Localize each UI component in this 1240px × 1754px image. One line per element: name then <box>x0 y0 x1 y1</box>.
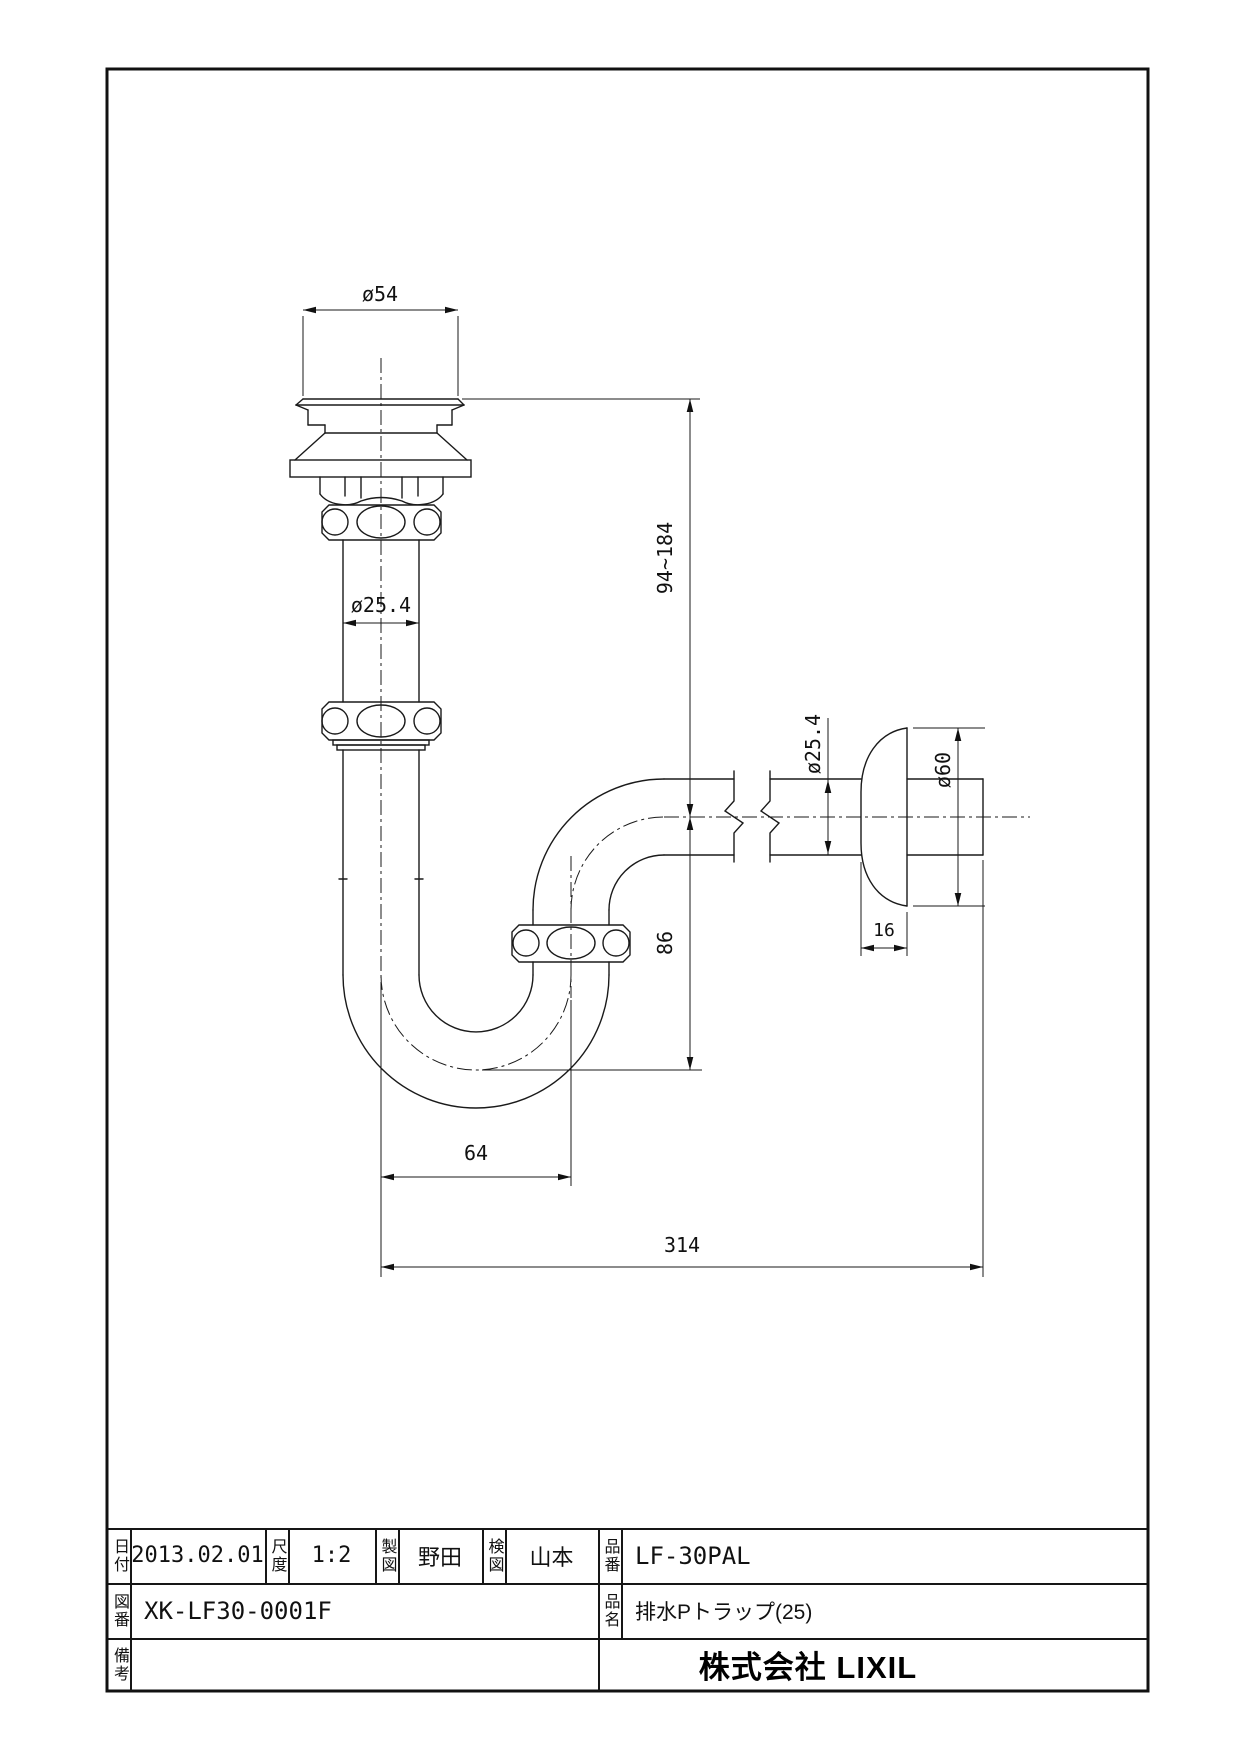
checker-label: 検図 <box>485 1537 503 1574</box>
dim-label-trap-depth: 86 <box>653 931 677 955</box>
date-label: 日付 <box>111 1537 128 1574</box>
product-name-label: 品名 <box>601 1592 619 1629</box>
dim-label-flange-dia: ø54 <box>362 282 398 306</box>
title-block-line <box>108 1583 1147 1585</box>
title-block-line <box>598 1528 600 1691</box>
outlet-pipe <box>663 770 984 863</box>
title-block: 日付 2013.02.01 尺度 1:2 製図 野田 検図 山本 品番 LF-3… <box>108 1528 1147 1691</box>
title-block-line <box>130 1528 132 1691</box>
upper-lock-nut <box>321 504 442 541</box>
title-block-line <box>375 1528 377 1583</box>
date-value: 2013.02.01 <box>131 1543 264 1568</box>
scale-value: 1:2 <box>311 1543 352 1568</box>
title-block-line <box>482 1528 484 1583</box>
dim-label-trap-offset: 64 <box>464 1141 488 1165</box>
dimension-adjust-height: 94~184 <box>462 398 700 817</box>
dim-label-escutcheon-thickness: 16 <box>873 920 895 941</box>
drawing-no-label: 図番 <box>111 1592 128 1629</box>
part-no-label: 品番 <box>601 1537 619 1574</box>
dimension-outlet-pipe-dia: ø25.4 <box>801 714 832 855</box>
dim-label-inlet-dia: ø25.4 <box>351 593 411 617</box>
remarks-label: 備考 <box>111 1646 128 1683</box>
drafter-value: 野田 <box>417 1544 462 1570</box>
title-block-line <box>108 1638 1147 1640</box>
checker-value: 山本 <box>529 1544 574 1570</box>
drawing-frame <box>105 67 1150 1693</box>
title-block-line <box>505 1528 507 1583</box>
dim-label-adjust-height: 94~184 <box>653 522 677 594</box>
title-block-line <box>288 1528 290 1583</box>
dimension-inlet-pipe-dia: ø25.4 <box>343 593 419 627</box>
dimension-trap-offset: 64 <box>380 995 572 1277</box>
middle-lock-nut <box>321 701 442 751</box>
product-name-value: 排水Pトラップ(25) <box>635 1600 813 1624</box>
dimension-drain-flange-dia: ø54 <box>302 282 459 396</box>
dim-label-outlet-dia: ø25.4 <box>801 714 825 774</box>
drawing-no-value: XK-LF30-0001F <box>144 1596 332 1625</box>
u-bend-outline <box>342 778 665 1109</box>
title-block-line <box>398 1528 400 1583</box>
dimension-trap-depth: 86 <box>482 817 702 1071</box>
title-block-line <box>108 1528 1147 1530</box>
centerlines <box>380 358 1030 1071</box>
title-block-line <box>265 1528 267 1583</box>
drain-flange-outline <box>289 398 472 506</box>
part-no-value: LF-30PAL <box>635 1541 751 1570</box>
dim-label-escutcheon-dia: ø60 <box>931 752 955 788</box>
drafter-label: 製図 <box>378 1537 396 1574</box>
title-block-line <box>621 1528 623 1638</box>
company-logo: 株式会社 LIXIL <box>698 1650 918 1685</box>
wall-escutcheon <box>860 727 908 907</box>
scale-label: 尺度 <box>268 1537 286 1574</box>
dim-label-total-length: 314 <box>664 1233 700 1257</box>
dimension-total-length: 314 <box>381 860 984 1277</box>
remarks-value <box>130 1638 598 1691</box>
dimension-escutcheon-dia: ø60 <box>913 727 985 907</box>
dimension-escutcheon-thickness: 16 <box>860 862 908 956</box>
riser-lock-nut <box>511 924 631 963</box>
